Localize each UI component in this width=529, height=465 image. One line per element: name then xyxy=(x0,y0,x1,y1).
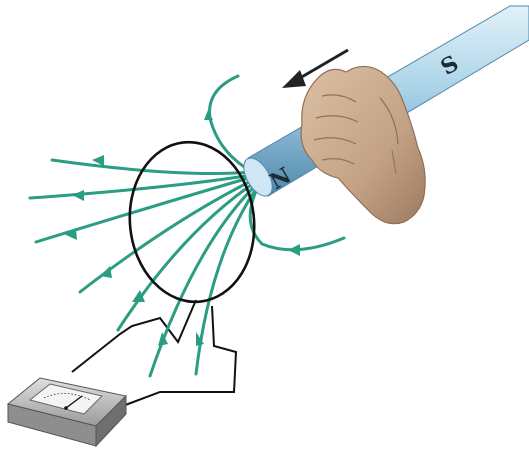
field-line-arrow-icon xyxy=(64,110,300,346)
field-lines xyxy=(30,76,344,376)
field-line-7 xyxy=(196,186,258,374)
galvanometer-icon xyxy=(8,378,126,446)
field-line-top-loop xyxy=(210,76,252,172)
field-line-1 xyxy=(52,160,252,174)
wire-coil xyxy=(122,136,262,308)
